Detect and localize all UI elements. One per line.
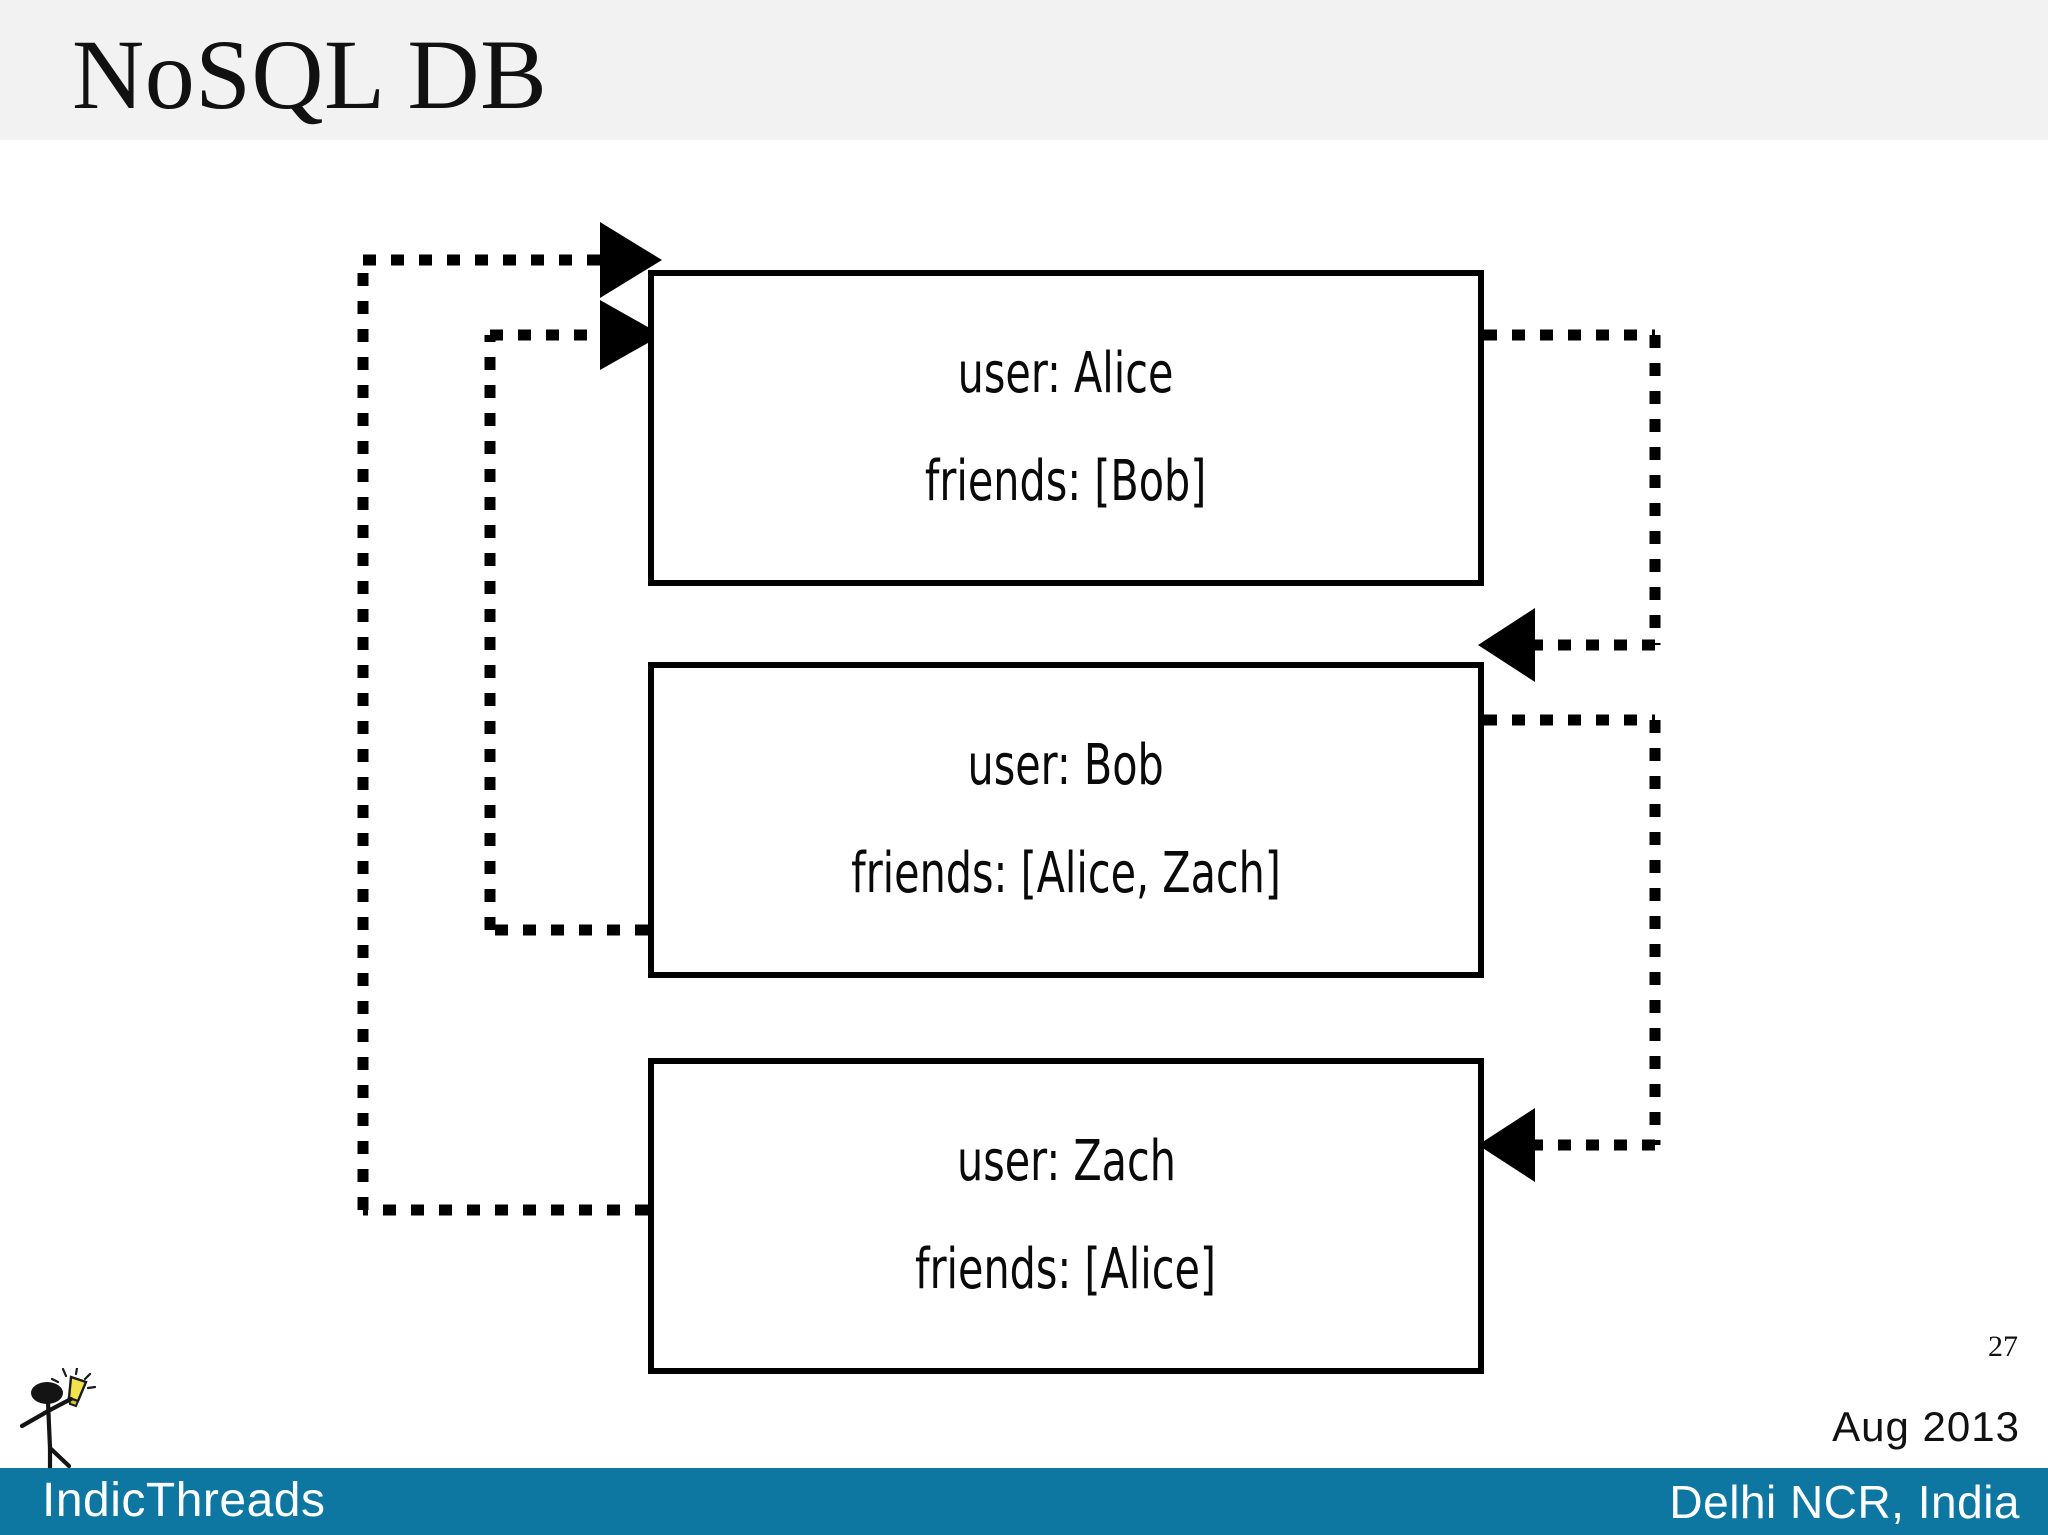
arrowhead-into-alice-top: [600, 222, 662, 298]
node-zach-friends: friends: [Alice]: [915, 1237, 1217, 1302]
footer-bar: IndicThreads Delhi NCR, India: [0, 1468, 2048, 1535]
node-alice-user: user: Alice: [958, 341, 1174, 406]
footer-date: Aug 2013: [1832, 1403, 2020, 1450]
node-box-bob[interactable]: user: Bob friends: [Alice, Zach]: [648, 662, 1484, 978]
arrowhead-into-bob: [1478, 608, 1535, 682]
stick-figure-lightbulb-icon: [19, 1368, 97, 1471]
edge-bob-to-zach: [1478, 714, 1661, 1182]
node-box-alice[interactable]: user: Alice friends: [Bob]: [648, 270, 1484, 586]
node-box-zach[interactable]: user: Zach friends: [Alice]: [648, 1058, 1484, 1374]
node-bob-user: user: Bob: [967, 733, 1165, 798]
footer-location: Delhi NCR, India: [1669, 1476, 2020, 1528]
arrowhead-into-alice-second: [600, 300, 662, 370]
diagram-connectors: [357, 222, 1661, 1216]
edge-alice-to-bob: [1478, 329, 1661, 682]
node-zach-user: user: Zach: [956, 1129, 1176, 1194]
header-band: [0, 0, 2048, 140]
node-alice-friends: friends: [Bob]: [925, 449, 1207, 514]
edge-zach-to-alice: [357, 222, 662, 1216]
page-number: 27: [1988, 1330, 2018, 1363]
page-title: NoSQL DB: [72, 19, 548, 130]
footer-brand: IndicThreads: [42, 1474, 326, 1527]
node-bob-friends: friends: [Alice, Zach]: [851, 841, 1281, 906]
arrowhead-into-zach: [1478, 1108, 1535, 1182]
edge-bob-to-alice: [484, 300, 662, 936]
nosql-document-reference-diagram: user: Alice friends: [Bob] user: Bob fri…: [0, 140, 2048, 1400]
